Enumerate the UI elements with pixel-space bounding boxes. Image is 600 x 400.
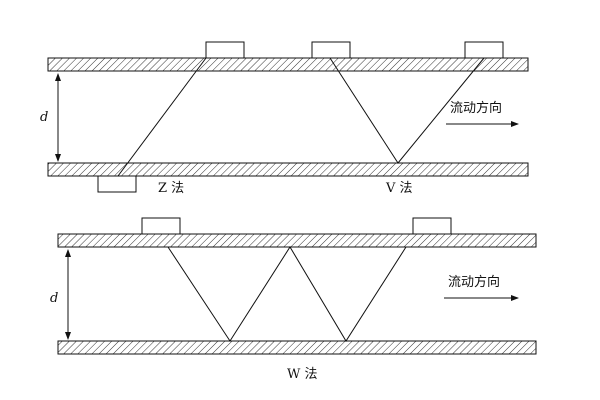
top-diagram: d 流动方向 Z 法 V 法: [40, 41, 529, 196]
bottom-diagram: d 流动方向 W 法: [50, 217, 537, 382]
top-flow-label: 流动方向: [450, 100, 502, 116]
bottom-transducer-1: [141, 217, 181, 235]
v-method-beam-path: [329, 57, 485, 164]
bottom-flow-label: 流动方向: [448, 274, 500, 290]
bottom-pipe-lower-wall: [57, 340, 537, 355]
top-transducer-bottom: [97, 175, 137, 193]
v-method-label: V 法: [385, 181, 413, 196]
top-pipe-lower-wall: [47, 162, 529, 177]
top-transducer-3: [464, 41, 504, 59]
top-transducer-2: [311, 41, 351, 59]
top-pipe-upper-wall: [47, 57, 529, 72]
top-transducer-1: [205, 41, 245, 59]
bottom-pipe-upper-wall: [57, 233, 537, 248]
w-method-label: W 法: [287, 367, 318, 382]
top-distance-label: d: [40, 110, 48, 125]
w-method-beam-path: [167, 246, 407, 342]
bottom-transducer-2: [412, 217, 452, 235]
bottom-distance-label: d: [50, 291, 58, 306]
z-method-beam-path: [117, 57, 207, 177]
z-method-label: Z 法: [158, 181, 184, 196]
